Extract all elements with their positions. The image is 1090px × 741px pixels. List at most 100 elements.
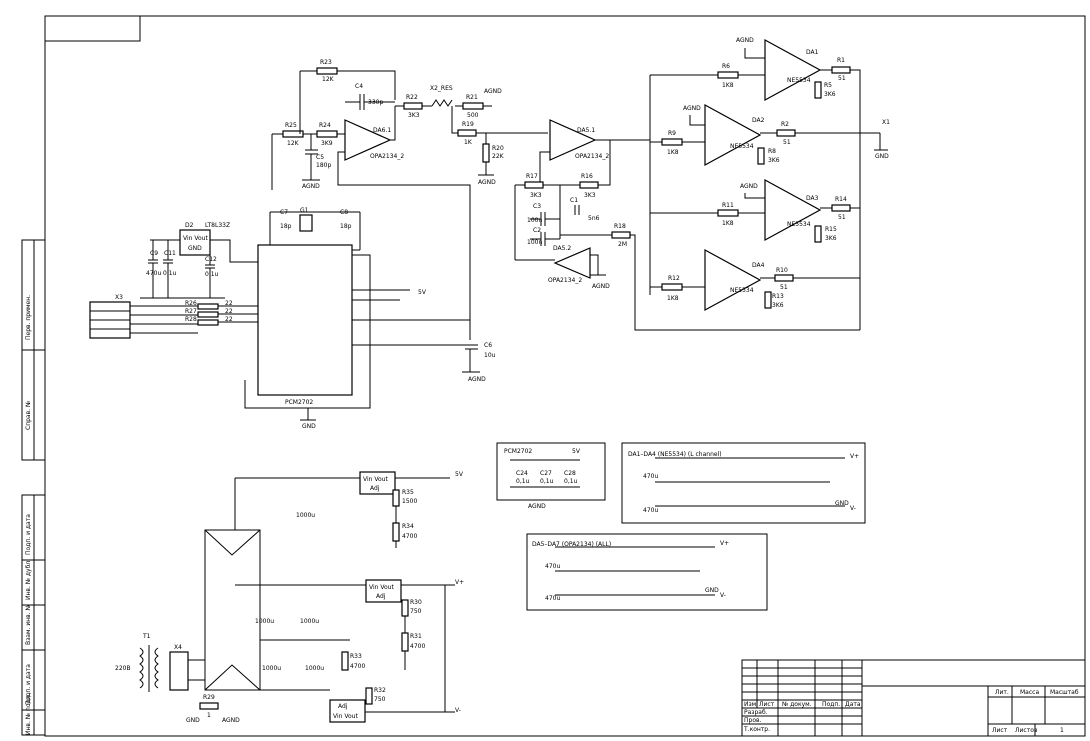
r13-value: 3K6 [772,302,784,309]
agnd-label-1: AGND [484,88,502,95]
reg1-adj: Adj [370,485,380,492]
da1-label: DA1 [806,49,819,56]
c1000u-c16: 1000u [300,618,319,625]
d2-part: LT8L33Z [205,222,230,229]
r25-value: 12K [287,140,300,147]
r9-value: 1K8 [667,149,679,156]
agnd-label-ps: AGND [222,717,240,724]
c5-value: 180p [316,162,331,169]
tb-doc: № докум. [782,701,812,708]
da-box2-gnd: GND [705,587,719,594]
r22-label: R22 [406,94,418,101]
r17-value: 3K3 [530,192,542,199]
r35-label: R35 [402,489,414,496]
r10-label: R10 [776,267,788,274]
r25-label: R25 [285,122,297,129]
reg3-pins: Vin Vout [333,713,358,720]
c1000u-c20: 1000u [305,665,324,672]
c28-label: C28 [564,470,576,477]
decoupling-pcm-box: PCM2702 5V C24 C27 C28 0,1u 0,1u 0,1u AG… [496,442,606,510]
da-box-gnd: GND [835,500,849,507]
da52-label: DA5.2 [553,245,571,252]
tb-lit: Лит. [995,689,1009,696]
r13-label: R13 [772,293,784,300]
r28-label: R28 [185,316,197,323]
tb-izm: Изм [744,701,756,708]
r1-label: R1 [837,57,845,64]
r32-label: R32 [374,687,386,694]
r15-label: R15 [825,226,837,233]
gnd-label-x1: GND [875,153,889,160]
da-box-vminus: V- [850,505,856,512]
c5-label: C5 [316,154,324,161]
c1000u-c18: 1000u [262,665,281,672]
r8-label: R8 [768,148,776,155]
side-label-5: Подп. и дата [25,664,32,705]
da51-part: OPA2134_2 [575,153,609,160]
usb-dac-section: D2 LT8L33Z Vin Vout GND C9 470u C11 0,1u… [89,207,496,430]
r10-value: 51 [780,284,788,291]
c4-label: C4 [355,83,363,90]
da-box2-c470u-1: 470u [545,563,560,570]
r29-label: R29 [203,694,215,701]
tb-sheets-val: 1 [1060,727,1064,734]
tb-sign: Подп. [822,701,840,708]
agnd-label-c6: AGND [468,376,486,383]
side-label-6: Инв. № подл. [25,694,32,735]
ne5534-stages: DA1 NE5534 AGND R6 1K8 R1 51 R5 3K6 DA2 … [649,37,890,330]
side-label-3: Инв. № дубл. [25,559,32,600]
da-box2-vminus: V- [720,592,726,599]
r22-value: 3K3 [408,112,420,119]
c2-label: C2 [533,227,541,234]
r27-value: 22 [225,308,233,315]
c7-value: 18p [280,223,292,230]
agnd-label-7: AGND [740,183,758,190]
tb-masshtab: Масштаб [1050,689,1079,696]
c11-value: 0,1u [163,270,177,277]
tb-razrab: Разраб. [744,709,768,716]
r2-label: R2 [781,121,789,128]
r26-value: 22 [225,300,233,307]
r5-label: R5 [824,82,832,89]
r26-label: R26 [185,300,197,307]
da-box-title: DA1–DA4 (NE5534) (L channel) [628,451,722,458]
tb-sheets: Листов [1015,727,1038,734]
r8-value: 3K6 [768,157,780,164]
r14-value: 51 [838,214,846,221]
r24-label: R24 [319,122,331,129]
c1000u-c14: 1000u [255,618,274,625]
c2-value: 100n [527,239,542,246]
drawing-frame [44,15,1086,737]
agnd-label-5: AGND [736,37,754,44]
tb-prov: Пров. [744,717,762,724]
r2-value: 51 [783,139,791,146]
tb-date: Дата [845,701,861,708]
side-label-strip: Перв. примен. Справ. № Подп. и дата Инв.… [21,239,46,736]
pcm-box-agnd: AGND [528,503,546,510]
r30-label: R30 [410,599,422,606]
decoupling-da5-box: DA5–DA7 (OPA2134) (ALL) V+ V- 470u 470u … [526,533,768,611]
agnd-label-4: AGND [592,283,610,290]
r31-value: 4700 [410,643,425,650]
da1-part: NE5534 [787,77,811,84]
r16-label: R16 [581,173,593,180]
da61-part: OPA2134_2 [370,153,404,160]
da4-label: DA4 [752,262,765,269]
title-block: Изм Лист № докум. Подп. Дата Разраб. Про… [741,659,1086,737]
r21-label: R21 [466,94,478,101]
power-supply: Vin Vout Adj 5V R35 1500 R34 4700 1000u … [115,471,464,724]
pcm-box-5v: 5V [572,448,581,455]
r12-label: R12 [668,275,680,282]
da51-label: DA5.1 [577,127,595,134]
da3-part: NE5534 [787,221,811,228]
da4-part: NE5534 [730,287,754,294]
c12-value: 0,1u [205,271,219,278]
vplus-label-ps: V+ [455,579,464,586]
da-box-c470u-2: 470u [643,507,658,514]
c3-value: 100n [527,217,542,224]
reg2-adj: Adj [376,593,386,600]
decoupling-da1-box: DA1–DA4 (NE5534) (L channel) V+ V- 470u … [621,442,866,524]
da-box-c470u-1: 470u [643,473,658,480]
r20-label: R20 [492,145,504,152]
